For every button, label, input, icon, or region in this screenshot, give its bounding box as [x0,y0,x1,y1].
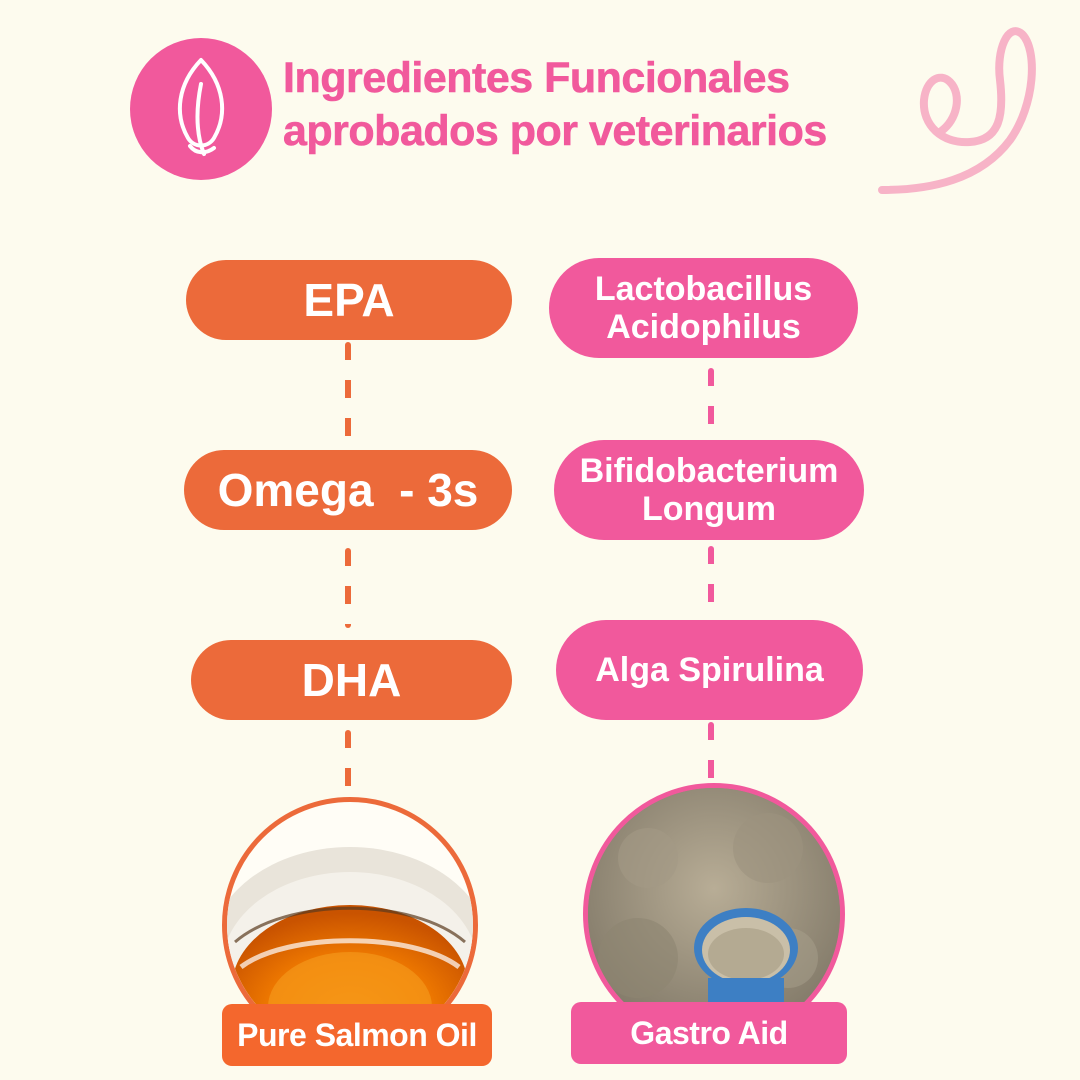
salmon-oil-image [222,797,478,1053]
ingredient-label: DHA [301,654,402,706]
ingredient-label: EPA [303,274,395,326]
connector-dash [345,342,351,442]
ingredient-label-line1: Bifidobacterium [579,452,839,490]
ingredient-pill-epa: EPA [186,260,512,340]
ingredient-label-line2: Longum [641,490,777,528]
page-title: Ingredientes Funcionales aprobados por v… [283,52,923,158]
decorative-swirl [878,27,1036,194]
ingredient-label: Omega - 3s [217,464,479,516]
ingredient-pill-dha: DHA [191,640,512,720]
oil-bowl-illustration [227,847,473,1048]
connector-dash [345,548,351,628]
ingredient-pill-lactobacillus: Lactobacillus Acidophilus [549,258,858,358]
leaf-icon [177,58,225,156]
product-label-salmon-oil: Pure Salmon Oil [222,1004,492,1066]
ingredient-label: Alga Spirulina [595,651,824,689]
title-line-1: Ingredientes Funcionales [283,54,791,103]
powder-scoop-illustration [588,788,840,1040]
connector-dash [345,730,351,800]
ingredient-pill-bifidobacterium: Bifidobacterium Longum [554,440,864,540]
ingredient-label-line1: Lactobacillus [594,270,813,308]
product-label-gastro-aid: Gastro Aid [571,1002,847,1064]
connector-dash [708,546,714,614]
leaf-badge [130,38,272,180]
ingredient-pill-spirulina: Alga Spirulina [556,620,863,720]
connector-dash [708,722,714,788]
ingredient-label-line2: Acidophilus [606,308,801,346]
title-line-2: aprobados por veterinarios [283,107,828,156]
gastro-aid-powder-image [583,783,845,1045]
connector-dash [708,368,714,440]
ingredient-pill-omega: Omega - 3s [184,450,512,530]
